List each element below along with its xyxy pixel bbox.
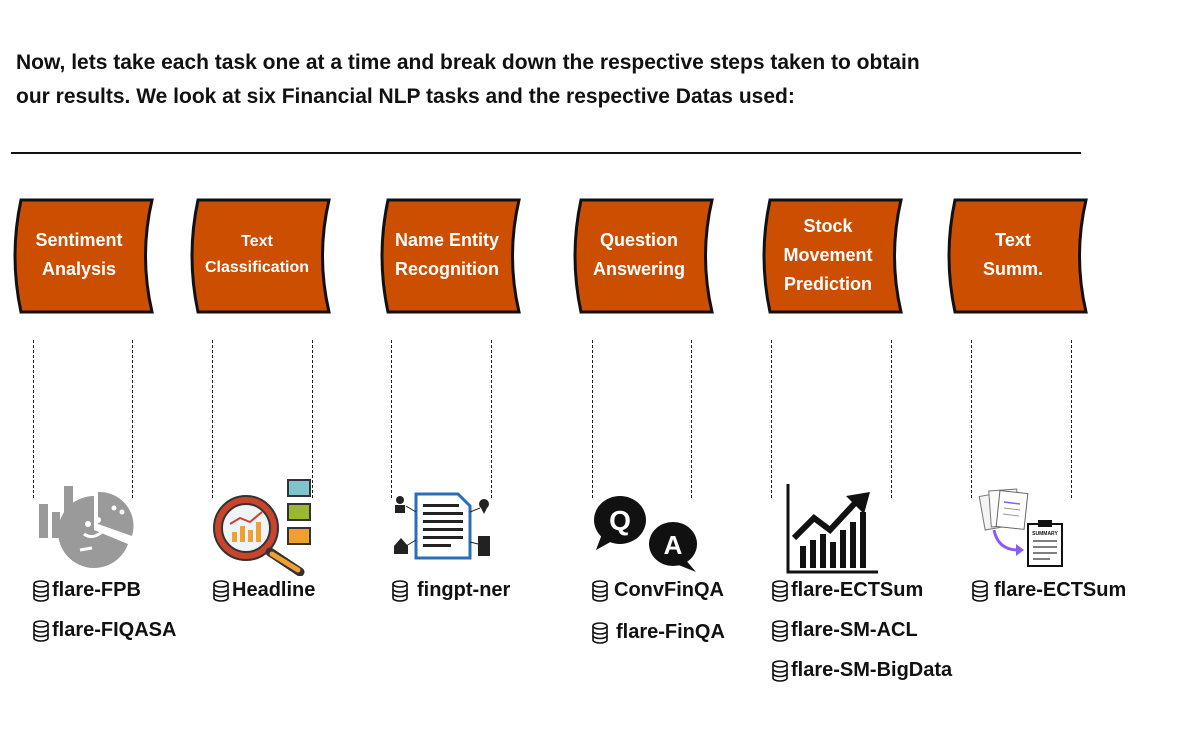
connector-line xyxy=(212,340,213,498)
task-title-line: Prediction xyxy=(783,273,872,294)
dataset-name: Headline xyxy=(232,579,316,601)
connector-line xyxy=(771,340,772,498)
divider-line xyxy=(11,152,1081,154)
database-icon xyxy=(772,659,788,682)
banner-shape xyxy=(762,198,903,314)
document-entities-icon xyxy=(394,492,490,560)
connector-line xyxy=(691,340,692,498)
task-banner-sentiment-analysis: Sentiment Analysis xyxy=(10,198,156,316)
connector-line xyxy=(891,340,892,498)
task-title-line: Answering xyxy=(592,259,685,279)
banner-shape xyxy=(190,198,331,314)
task-title-line: Text xyxy=(995,230,1031,250)
task-banner-text-classification: Text Classification xyxy=(187,198,333,316)
dataset-label: flare-FinQA xyxy=(591,621,725,644)
connector-line xyxy=(132,340,133,498)
intro-line-1: Now, lets take each task one at a time a… xyxy=(16,51,920,74)
connector-line xyxy=(312,340,313,498)
banner-shape xyxy=(380,198,521,314)
dataset-name: flare-SM-ACL xyxy=(791,619,918,641)
dataset-name: flare-SM-BigData xyxy=(791,659,953,681)
svg-text:A: A xyxy=(664,530,683,560)
database-icon xyxy=(972,579,988,602)
summary-document-icon: SUMMARY xyxy=(978,488,1063,567)
task-title-line: Name Entity xyxy=(394,230,500,250)
task-title-line: Sentiment xyxy=(35,230,123,250)
qa-bubbles-icon: Q A xyxy=(594,496,697,572)
banner-shape xyxy=(13,198,154,314)
task-title-line: Stock xyxy=(803,215,853,236)
dataset-label: flare-FIQASA xyxy=(32,619,176,642)
database-icon xyxy=(33,619,49,642)
dataset-label: flare-ECTSum xyxy=(771,579,923,602)
intro-line-2: our results. We look at six Financial NL… xyxy=(16,85,795,108)
dataset-name: flare-FinQA xyxy=(616,621,725,643)
task-title-line: Classification xyxy=(204,259,310,276)
svg-text:Q: Q xyxy=(609,505,631,536)
database-icon xyxy=(592,621,608,644)
task-banner-question-answering: Question Answering xyxy=(570,198,716,316)
database-icon xyxy=(33,579,49,602)
banner-shape xyxy=(947,198,1088,314)
connector-line xyxy=(391,340,392,498)
connector-line xyxy=(1071,340,1072,498)
dataset-label: flare-SM-ACL xyxy=(771,619,918,642)
task-banner-stock-movement-prediction: Stock Movement Prediction xyxy=(759,198,905,316)
dataset-label: fingpt-ner xyxy=(391,579,510,602)
dataset-label: Headline xyxy=(212,579,315,602)
banner-shape xyxy=(573,198,714,314)
svg-text:SUMMARY: SUMMARY xyxy=(1032,531,1058,537)
connector-line xyxy=(592,340,593,498)
dataset-name: flare-ECTSum xyxy=(791,579,924,601)
dataset-name: ConvFinQA xyxy=(614,579,724,601)
task-title-line: Question xyxy=(599,230,678,250)
task-banner-text-summarization: Text Summ. xyxy=(944,198,1090,316)
dataset-label: flare-ECTSum xyxy=(971,579,1126,602)
dataset-label: ConvFinQA xyxy=(591,579,724,602)
task-banner-name-entity-recognition: Name Entity Recognition xyxy=(377,198,523,316)
dataset-name: flare-ECTSum xyxy=(994,579,1127,601)
database-icon xyxy=(772,579,788,602)
database-icon xyxy=(392,579,408,602)
task-title-line: Analysis xyxy=(41,259,117,279)
dataset-name: flare-FPB xyxy=(52,579,141,601)
task-title-line: Movement xyxy=(783,244,873,265)
connector-line xyxy=(33,340,34,498)
task-title-line: Summ. xyxy=(982,259,1043,279)
database-icon xyxy=(592,579,608,602)
intro-text: Now, lets take each task one at a time a… xyxy=(16,46,1016,114)
connector-line xyxy=(971,340,972,498)
task-title-line: Recognition xyxy=(395,259,499,279)
connector-line xyxy=(491,340,492,498)
magnifier-analytics-icon xyxy=(213,479,311,576)
task-title-line: Text xyxy=(241,233,273,250)
stock-trend-icon xyxy=(786,484,878,574)
sentiment-chart-icon xyxy=(39,486,134,568)
dataset-label: flare-FPB xyxy=(32,579,141,602)
dataset-label: flare-SM-BigData xyxy=(771,659,952,682)
database-icon xyxy=(213,579,229,602)
dataset-name: flare-FIQASA xyxy=(52,619,177,641)
dataset-name: fingpt-ner xyxy=(417,579,511,601)
database-icon xyxy=(772,619,788,642)
